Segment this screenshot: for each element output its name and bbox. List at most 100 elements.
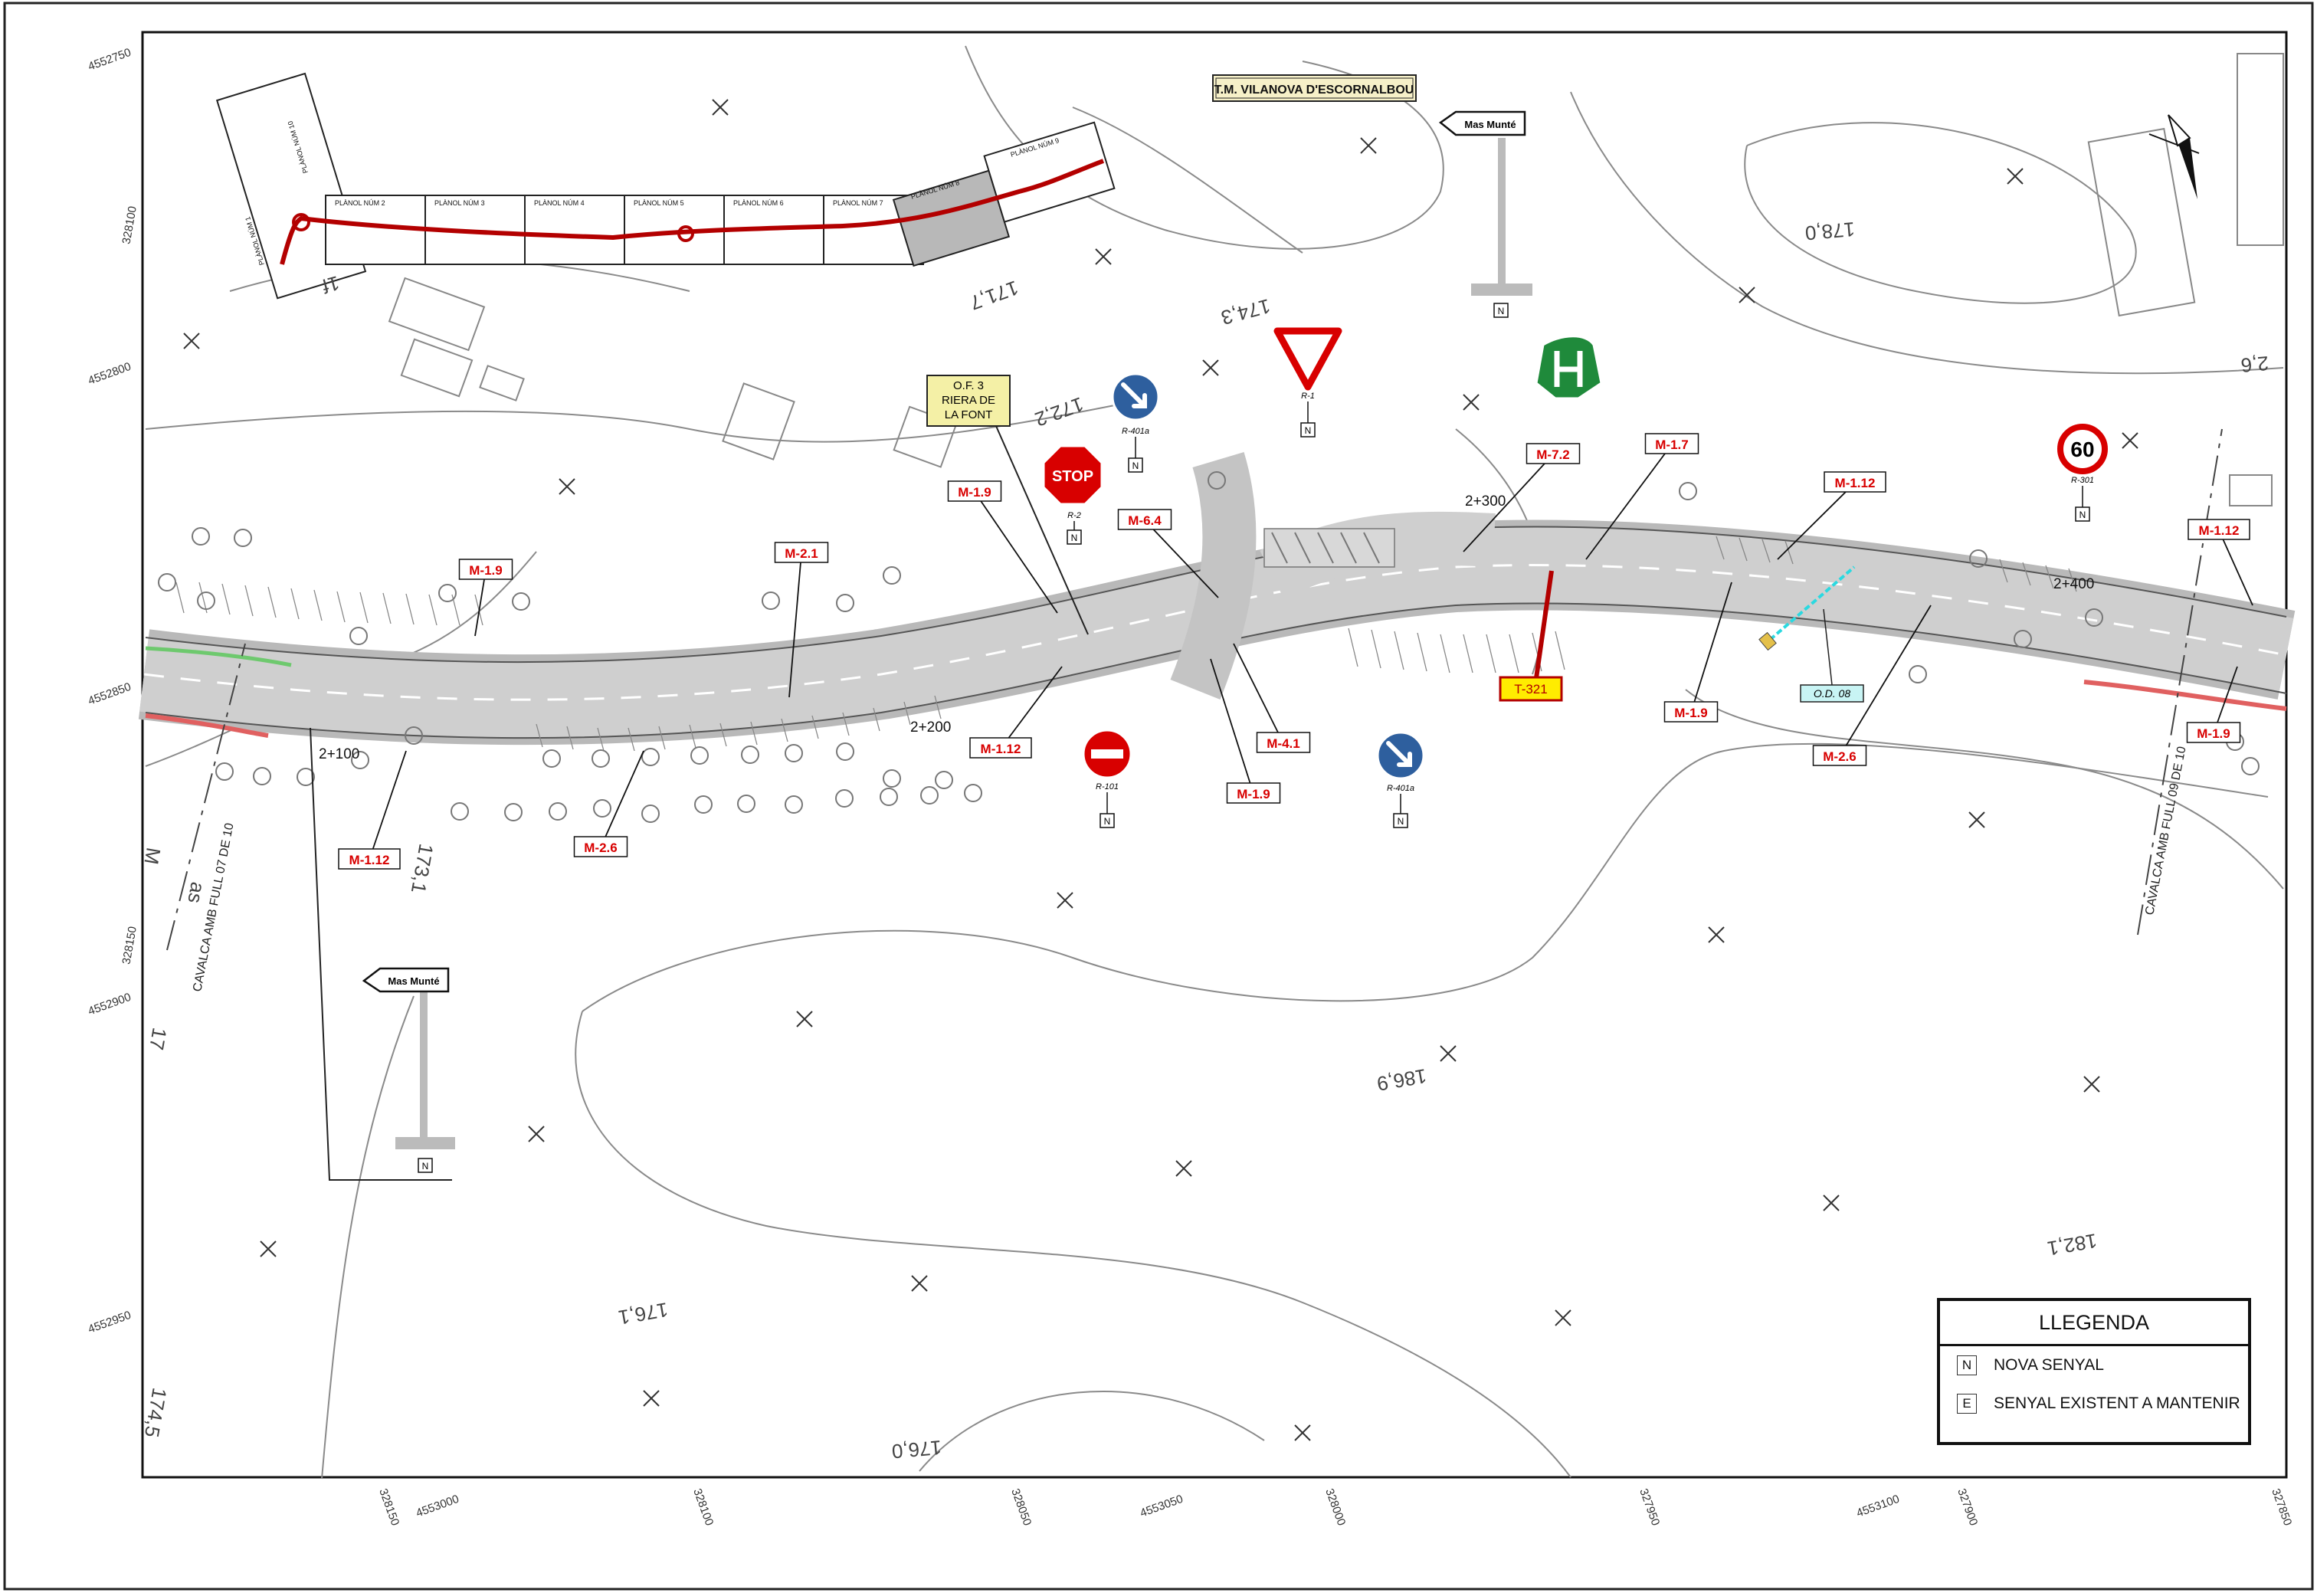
mas-munte-label-south: Mas Munté (388, 975, 439, 987)
marking-label-box (1256, 732, 1311, 753)
marking-label-box (774, 542, 829, 563)
sign-services (1535, 335, 1603, 400)
sign-keep-right-north: R-401a N (1111, 372, 1160, 473)
speed-limit-value: 60 (2070, 438, 2094, 461)
marking-label: M-2.1 (785, 546, 818, 561)
marking-label-box (1812, 745, 1867, 766)
marking-label-box (1117, 509, 1172, 530)
keep-right-north-status: N (1132, 460, 1139, 471)
chainages: 2+100 2+200 2+300 2+400 (319, 493, 2094, 762)
marking-label: M-1.9 (1674, 706, 1707, 720)
mas-munte-label-north: Mas Munté (1464, 119, 1516, 130)
legend-label-new: NOVA SENYAL (1994, 1356, 2104, 1374)
yield-sign-code: R-1 (1301, 392, 1315, 401)
marking-label-box (2188, 519, 2250, 540)
marking-leader-line (1233, 643, 1284, 744)
key-plan-label-5: PLÀNOL NÚM 5 (634, 199, 684, 207)
marking-label: M-6.4 (1128, 513, 1162, 528)
grid-coord-left: 4552900 (87, 991, 133, 1018)
of3-note: O.F. 3 RIERA DE LA FONT (926, 375, 1089, 635)
spot-height-fragment-as: as (183, 880, 209, 905)
key-plan-route (280, 159, 1105, 265)
marking-label: M-1.9 (469, 563, 502, 578)
marking-leader-line (1000, 666, 1063, 749)
marking-label-box (1824, 471, 1886, 493)
marking-label: M-1.12 (2199, 523, 2240, 538)
marking-leader-line (600, 750, 644, 848)
grid-coord-left: 4552750 (87, 46, 133, 74)
spot-height-1760: 176,0 (891, 1436, 942, 1463)
map-frame (141, 31, 2288, 1479)
stop-sign-status: N (1071, 533, 1078, 543)
buildings (388, 53, 2284, 506)
sign-no-entry: R-101 N (1082, 729, 1132, 828)
stop-sign-face: STOP (1052, 468, 1093, 485)
legend-key-existing: E (1957, 1394, 1977, 1414)
speed-limit-code: R-301 (2071, 476, 2094, 485)
no-entry-status: N (1104, 816, 1111, 827)
marking-leader-line (788, 552, 802, 698)
mas-munte-sign-north: Mas Munté N (1438, 110, 1532, 318)
of3-line-2: RIERA DE (942, 394, 995, 407)
marking-label: M-1.9 (1237, 787, 1270, 801)
sheet-border (3, 2, 2314, 1591)
marking-label-box (338, 848, 401, 870)
marking-label: M-1.9 (2197, 726, 2230, 741)
legend-title: LLEGENDA (1940, 1301, 2248, 1346)
status-flag-south-sign: N (422, 1161, 429, 1172)
sign-speed-limit: 60 R-301 N (2057, 424, 2108, 522)
grid-coord-bottom: 4553000 (415, 1493, 461, 1520)
marking-label-box (573, 836, 628, 857)
marking-label: M-2.6 (1823, 749, 1856, 764)
chainage-2100: 2+100 (319, 746, 359, 762)
no-entry-code: R-101 (1096, 782, 1119, 791)
od08-label: O.D. 08 (1814, 687, 1850, 700)
marking-label-box (1644, 433, 1699, 454)
keep-right-south-code: R-401a (1387, 784, 1414, 793)
key-plan-inset (215, 72, 1116, 300)
road-marking-labels: M-1.9M-2.1M-1.12M-2.6M-1.12M-1.9M-6.4M-4… (338, 433, 2253, 870)
marking-label-box (1526, 443, 1581, 464)
north-arrow (2148, 114, 2200, 199)
mas-munte-sign-south: Mas Munté N (310, 727, 455, 1181)
marking-leader-line (974, 491, 1058, 614)
grid-coord-bottom: 328150 (376, 1487, 401, 1528)
grid-coord-left: 4552950 (87, 1309, 133, 1336)
marking-leader-line (1839, 605, 1932, 757)
of3-line-3: LA FONT (945, 408, 993, 421)
t321-label: T-321 (1514, 682, 1547, 696)
marking-label: M-1.12 (1835, 476, 1876, 490)
key-plan-label-4: PLÀNOL NÚM 4 (534, 199, 585, 207)
marking-label: M-1.9 (958, 485, 991, 500)
municipality-label: T.M. VILANOVA D'ESCORNALBOU (1214, 84, 1414, 97)
spot-height-1780: 178,0 (1804, 218, 1856, 245)
t321-marking: T-321 (1499, 570, 1563, 702)
legend-item-new-sign: N NOVA SENYAL (1940, 1346, 2248, 1385)
grid-coord-bottom: 328050 (1008, 1487, 1034, 1528)
key-plan-label-3: PLÀNOL NÚM 3 (434, 199, 485, 207)
sign-stop: STOP R-2 N (1042, 444, 1103, 545)
marking-leader-line (474, 569, 487, 637)
chainage-2300: 2+300 (1465, 493, 1506, 510)
marking-label-box (2186, 722, 2241, 743)
marking-label: M-1.7 (1655, 438, 1688, 452)
chainage-2400: 2+400 (2053, 576, 2094, 592)
spot-height-fragment-26: 2,6 (2240, 352, 2269, 377)
marking-leader-line (1585, 444, 1673, 560)
marking-label-box (1226, 782, 1281, 804)
grid-coord-bottom: 327850 (2269, 1487, 2294, 1528)
yield-sign-status: N (1305, 425, 1312, 436)
municipality-label-box: T.M. VILANOVA D'ESCORNALBOU (1212, 74, 1417, 102)
stop-sign-code: R-2 (1067, 511, 1081, 520)
marking-leader-line (1463, 454, 1554, 552)
chainage-2200: 2+200 (910, 719, 951, 736)
grid-coord-bottom: 327950 (1637, 1487, 1662, 1528)
legend-label-existing: SENYAL EXISTENT A MANTENIR (1994, 1394, 2240, 1412)
grid-coord-left: 328150 (120, 926, 139, 965)
road-corridor (138, 451, 2296, 746)
spot-height-fragment-17: 17 (145, 1026, 172, 1052)
speed-limit-status: N (2079, 510, 2086, 520)
grid-coord-bottom: 4553050 (1139, 1493, 1185, 1520)
